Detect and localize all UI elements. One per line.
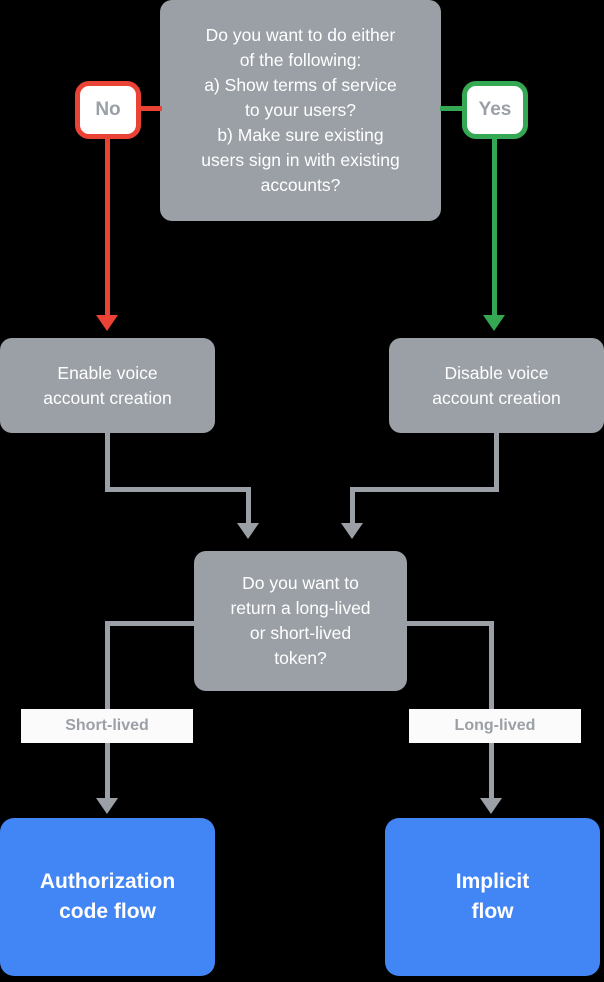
connector-token-right-horizontal bbox=[404, 621, 494, 626]
connector-enable-horizontal bbox=[105, 487, 251, 492]
action-node-enable-voice-account-creation: Enable voice account creation bbox=[0, 338, 215, 433]
decision-node-terms-of-service: Do you want to do either of the followin… bbox=[160, 0, 441, 221]
connector-enable-down2 bbox=[246, 487, 251, 525]
terminal-node-implicit-flow: Implicit flow bbox=[385, 818, 600, 976]
arrowhead-yes-to-disable bbox=[483, 315, 505, 331]
implicit-flow-line-1: Implicit bbox=[455, 870, 530, 893]
auth-code-flow-line-1: Authorization bbox=[39, 870, 176, 893]
decision-top-line-2: of the following: bbox=[239, 50, 362, 70]
edge-label-short-lived: Short-lived bbox=[21, 709, 193, 743]
decision-token-line-2: return a long-lived bbox=[230, 598, 371, 618]
decision-top-line-6: users sign in with existing bbox=[201, 150, 400, 170]
disable-voice-line-2: account creation bbox=[432, 387, 561, 408]
arrowhead-no-to-enable bbox=[96, 315, 118, 331]
short-lived-text: Short-lived bbox=[65, 717, 149, 734]
decision-top-line-3: a) Show terms of service bbox=[204, 75, 397, 95]
connector-yes-down bbox=[492, 139, 497, 317]
decision-token-line-1: Do you want to bbox=[242, 573, 359, 593]
long-lived-text: Long-lived bbox=[454, 717, 536, 734]
connector-disable-down2 bbox=[350, 487, 355, 525]
connector-no-to-decision bbox=[140, 106, 162, 111]
disable-voice-line-1: Disable voice bbox=[444, 362, 549, 383]
connector-disable-down bbox=[494, 433, 499, 492]
arrowhead-disable-to-token-decision bbox=[341, 523, 363, 539]
connector-disable-horizontal bbox=[350, 487, 499, 492]
terminal-node-authorization-code-flow: Authorization code flow bbox=[0, 818, 215, 976]
connector-no-down bbox=[105, 139, 110, 317]
edge-label-long-lived: Long-lived bbox=[409, 709, 581, 743]
arrowhead-short-lived-to-auth-flow bbox=[96, 798, 118, 814]
decision-top-line-7: accounts? bbox=[260, 175, 341, 195]
auth-code-flow-line-2: code flow bbox=[59, 900, 156, 923]
decision-top-line-1: Do you want to do either bbox=[205, 25, 396, 45]
arrowhead-long-lived-to-implicit-flow bbox=[480, 798, 502, 814]
answer-node-no: No bbox=[75, 81, 141, 139]
answer-no-label: No bbox=[95, 99, 121, 120]
connector-token-left-horizontal bbox=[105, 621, 197, 626]
answer-node-yes: Yes bbox=[462, 81, 528, 139]
connector-enable-down bbox=[105, 433, 110, 492]
connector-yes-to-decision bbox=[440, 106, 463, 111]
enable-voice-line-1: Enable voice bbox=[57, 362, 158, 383]
answer-yes-label: Yes bbox=[478, 99, 512, 120]
decision-top-line-4: to your users? bbox=[245, 100, 356, 120]
enable-voice-line-2: account creation bbox=[43, 387, 172, 408]
arrowhead-enable-to-token-decision bbox=[237, 523, 259, 539]
action-node-disable-voice-account-creation: Disable voice account creation bbox=[389, 338, 604, 433]
decision-node-token-lifetime: Do you want to return a long-lived or sh… bbox=[194, 551, 407, 691]
implicit-flow-line-2: flow bbox=[471, 900, 514, 923]
decision-token-line-4: token? bbox=[274, 648, 327, 668]
decision-top-line-5: b) Make sure existing bbox=[217, 125, 384, 145]
decision-token-line-3: or short-lived bbox=[249, 623, 352, 643]
